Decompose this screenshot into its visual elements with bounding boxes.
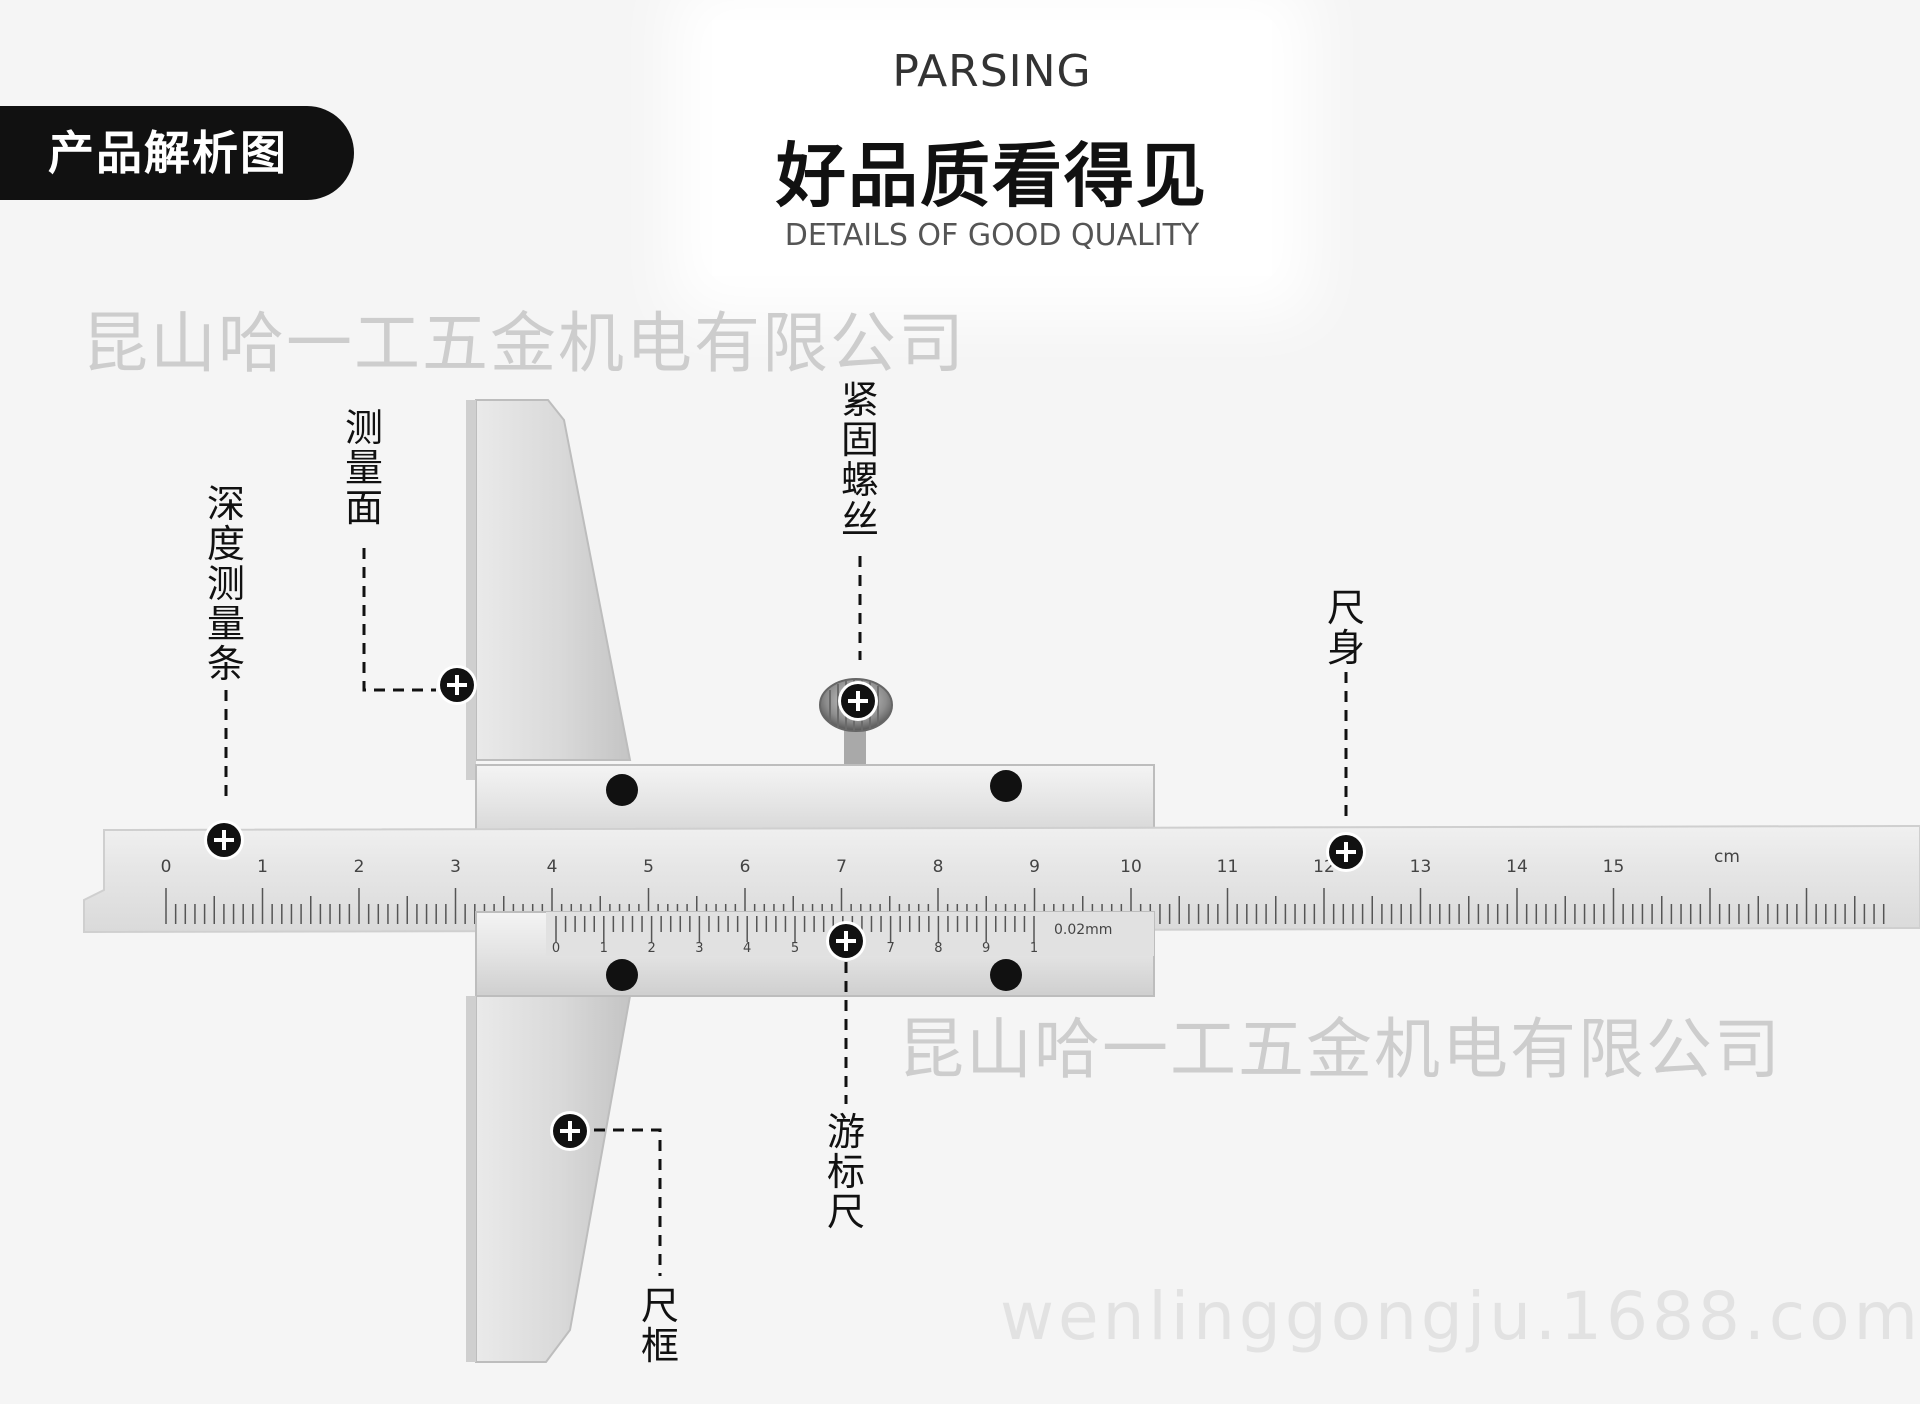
vernier-number: 3 [695, 941, 703, 956]
header-title-en: PARSING [892, 46, 1092, 97]
scale-number: 5 [643, 857, 654, 877]
label-measuring-face: 测量面 [344, 406, 383, 530]
url-watermark: wenlinggongju.1688.com [1000, 1278, 1920, 1355]
scale-number: 0 [161, 857, 172, 877]
marker-plus-icon [207, 823, 241, 857]
vernier-precision: 0.02mm [1054, 922, 1112, 938]
header-title-cn: 好品质看得见 [776, 135, 1208, 217]
vernier-number: 1 [600, 941, 608, 956]
vernier-number: 0 [552, 941, 560, 956]
rivet [606, 774, 638, 806]
vernier-number: 2 [647, 941, 655, 956]
scale-number: 10 [1120, 857, 1142, 877]
scale-number: 11 [1217, 857, 1239, 877]
scale-number: 2 [354, 857, 365, 877]
scale-number: 14 [1506, 857, 1528, 877]
marker-plus-icon [829, 924, 863, 958]
label-lock-screw: 紧固螺丝 [840, 378, 879, 542]
scale-number: 4 [547, 857, 558, 877]
vernier-ticks [555, 916, 1035, 942]
label-main-scale: 尺身 [1326, 586, 1365, 670]
scale-number: 7 [836, 857, 847, 877]
marker-plus-icon [841, 684, 875, 718]
scale-number: 9 [1029, 857, 1040, 877]
vernier-number: 4 [743, 941, 751, 956]
scale-number: 13 [1410, 857, 1432, 877]
vernier-number: 7 [886, 941, 894, 956]
scale-number: 6 [740, 857, 751, 877]
lower-jaw-edge [466, 996, 476, 1362]
scale-number: 3 [450, 857, 461, 877]
scale-unit: cm [1714, 847, 1740, 867]
marker-plus-icon [553, 1114, 587, 1148]
leader-lines [224, 548, 1348, 1276]
rivet [990, 959, 1022, 991]
scale-number: 1 [257, 857, 268, 877]
company-watermark-bottom: 昆山哈一工五金机电有限公司 [898, 1011, 1782, 1088]
upper-jaw-edge [466, 400, 476, 780]
scale-number: 15 [1603, 857, 1625, 877]
company-watermark-top: 昆山哈一工五金机电有限公司 [82, 305, 966, 382]
scale-number: 8 [933, 857, 944, 877]
marker-plus-icon [440, 668, 474, 702]
upper-jaw [475, 399, 632, 761]
rivet [606, 959, 638, 991]
vernier-number: 1 [1030, 941, 1038, 956]
header-panel [712, 20, 1272, 276]
lock-screw-shaft [844, 730, 866, 770]
vernier-number: 5 [791, 941, 799, 956]
vernier-number: 8 [934, 941, 942, 956]
rivet [990, 770, 1022, 802]
section-tag: 产品解析图 [0, 106, 354, 200]
vernier-number: 9 [982, 941, 990, 956]
label-vernier: 游标尺 [826, 1110, 865, 1234]
lower-jaw [475, 995, 632, 1363]
label-frame: 尺框 [640, 1284, 679, 1368]
label-depth-bar: 深度测量条 [206, 482, 245, 686]
marker-plus-icon [1329, 835, 1363, 869]
scale-number: 12 [1313, 857, 1335, 877]
header-subtitle: DETAILS OF GOOD QUALITY [784, 218, 1200, 253]
